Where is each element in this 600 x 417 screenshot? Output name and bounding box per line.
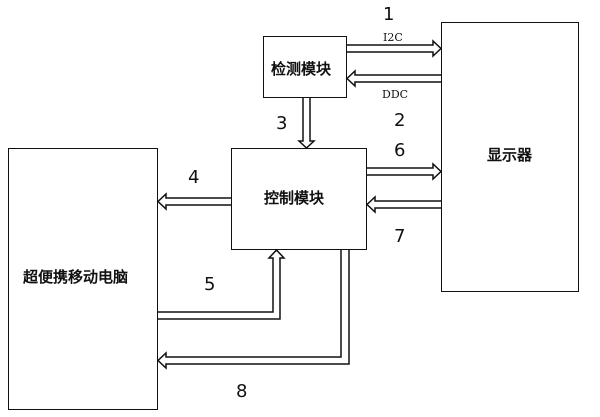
arrow-8 (156, 250, 350, 370)
arrow-number-2: 2 (394, 110, 406, 131)
display-box (441, 22, 579, 292)
arrow-1-i2c (347, 39, 443, 58)
arrow-3 (297, 98, 316, 150)
detect-module-label: 检测模块 (271, 60, 332, 78)
control-module-box (231, 148, 367, 250)
arrow-number-7: 7 (394, 226, 406, 247)
arrow-7 (365, 195, 441, 214)
arrow-number-4: 4 (188, 167, 200, 188)
ddc-label: DDC (382, 88, 409, 101)
arrow-number-5: 5 (204, 274, 216, 295)
arrow-number-1: 1 (383, 4, 395, 25)
display-label: 显示器 (487, 146, 533, 164)
arrow-number-8: 8 (236, 381, 248, 402)
arrow-number-6: 6 (394, 140, 406, 161)
arrow-6 (367, 162, 443, 181)
arrow-number-3: 3 (276, 113, 288, 134)
arrow-4 (156, 192, 231, 211)
computer-label: 超便携移动电脑 (23, 268, 129, 286)
arrow-5 (158, 248, 286, 320)
i2c-label: I2C (383, 31, 403, 44)
control-module-label: 控制模块 (264, 189, 325, 207)
detect-module-box (263, 36, 347, 98)
ultra-portable-computer-box (8, 148, 158, 410)
arrow-2-ddc (345, 69, 441, 88)
